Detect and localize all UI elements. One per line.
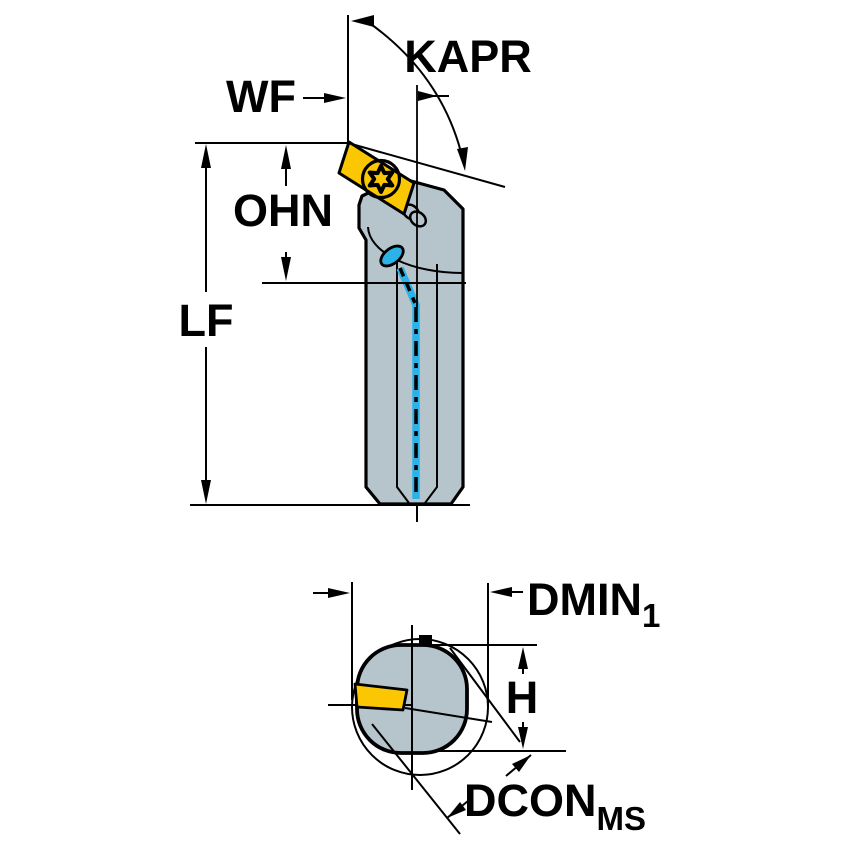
- torx-screw-icon: [360, 158, 402, 200]
- wf-label: WF: [226, 71, 296, 122]
- tool-body: [357, 176, 465, 506]
- lf-label: LF: [179, 295, 234, 346]
- ohn-dimension: OHN: [233, 145, 333, 281]
- shank-facet-right: [424, 264, 438, 504]
- ohn-label: OHN: [233, 185, 333, 236]
- side-view: LF OHN WF KAPR: [179, 15, 532, 522]
- surface-line: [347, 142, 506, 188]
- edge-height-line: [404, 707, 493, 723]
- orientation-tab: [419, 635, 432, 646]
- h-dimension: H: [430, 644, 566, 752]
- dcon-dimension: DCONMS: [446, 754, 646, 837]
- lf-dimension: LF: [179, 144, 234, 504]
- cutting-insert: [337, 140, 416, 216]
- kapr-label: KAPR: [404, 31, 532, 82]
- h-label: H: [506, 672, 539, 723]
- shank-facet-left: [396, 258, 410, 504]
- dmin-dimension: DMIN1: [313, 574, 660, 707]
- dcon-label: DCONMS: [464, 775, 646, 837]
- wf-dimension: WF: [226, 15, 449, 143]
- end-view: DMIN1 H DCONMS: [313, 574, 660, 837]
- kapr-dimension: KAPR: [351, 15, 532, 171]
- coolant-outlet: [379, 244, 405, 268]
- insert-end-view: [353, 682, 409, 712]
- dcon-ext-lower: [371, 723, 461, 835]
- dcon-ext-upper: [449, 647, 521, 743]
- coolant-channel: [379, 244, 420, 499]
- dmin-label: DMIN1: [527, 574, 660, 634]
